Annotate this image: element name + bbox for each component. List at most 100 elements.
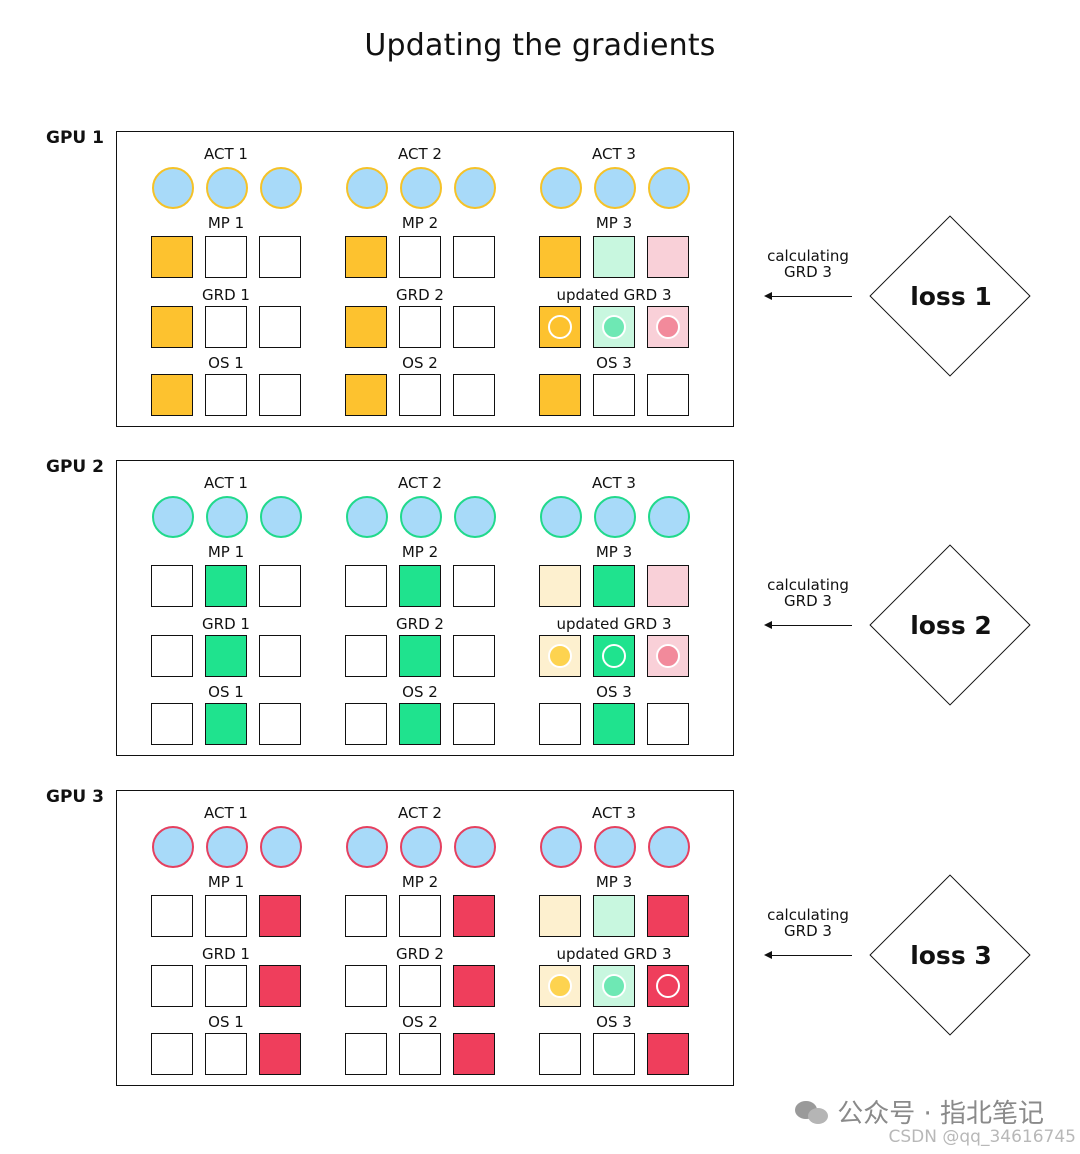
gpu2-grd-label-2: GRD 2 [396, 615, 444, 633]
calc-line-1: calculating [767, 247, 849, 265]
gpu1-os-cell [151, 374, 193, 416]
gpu1-os-cell [205, 374, 247, 416]
gpu1-os-cell [593, 374, 635, 416]
gpu2-grd-cell [259, 635, 301, 677]
gpu3-box [116, 790, 734, 1086]
wechat-watermark: 公众号 · 指北笔记 [795, 1093, 1044, 1130]
gpu2-activation-circle [260, 496, 302, 538]
gpu2-grd-cell [593, 635, 635, 677]
gpu2-os-cell [345, 703, 387, 745]
gpu3-mp-label-3: MP 3 [595, 873, 633, 891]
gpu2-mp-cell [593, 565, 635, 607]
gpu1-loss-text: loss 1 [910, 282, 992, 311]
gpu2-grd-cell [539, 635, 581, 677]
gpu2-os-cell [539, 703, 581, 745]
gpu3-os-cell [399, 1033, 441, 1075]
gpu3-activation-circle [454, 826, 496, 868]
gpu2-grd-cell [205, 635, 247, 677]
gpu2-activation-circle [152, 496, 194, 538]
gpu1-mp-cell [345, 236, 387, 278]
calc-line-1: calculating [767, 906, 849, 924]
gpu3-os-cell [205, 1033, 247, 1075]
watermark-text: 公众号 · 指北笔记 [837, 1099, 1044, 1129]
gpu1-os-label-3: OS 3 [596, 354, 632, 372]
gpu3-activation-circle [400, 826, 442, 868]
gpu2-os-label-3: OS 3 [596, 683, 632, 701]
gpu1-mp-cell [647, 236, 689, 278]
gpu2-mp-cell [453, 565, 495, 607]
calc-line-1: calculating [767, 576, 849, 594]
gpu3-label: GPU 3 [46, 787, 104, 807]
gpu3-os-label-1: OS 1 [208, 1013, 244, 1031]
gpu1-activation-circle [206, 167, 248, 209]
gpu3-grd-cell [345, 965, 387, 1007]
gpu2-mp-cell [205, 565, 247, 607]
gpu3-grd-cell [453, 965, 495, 1007]
gpu2-act-label-1: ACT 1 [204, 474, 248, 492]
gpu3-grd-cell [205, 965, 247, 1007]
gpu3-grd-cell [259, 965, 301, 1007]
gpu1-grd-cell [453, 306, 495, 348]
gpu2-activation-circle [206, 496, 248, 538]
gpu3-mp-cell [399, 895, 441, 937]
gpu2-loss-text: loss 2 [910, 611, 992, 640]
gpu1-label: GPU 1 [46, 128, 104, 148]
calc-line-2: GRD 3 [784, 263, 832, 281]
gpu3-mp-cell [205, 895, 247, 937]
gpu2-activation-circle [648, 496, 690, 538]
gpu1-os-cell [399, 374, 441, 416]
gpu2-os-label-2: OS 2 [402, 683, 438, 701]
gpu2-os-cell [647, 703, 689, 745]
gpu1-mp-cell [453, 236, 495, 278]
gpu3-arrow [764, 950, 852, 959]
gpu3-os-cell [259, 1033, 301, 1075]
gpu2-os-cell [399, 703, 441, 745]
gpu1-grd-cell [593, 306, 635, 348]
gpu3-activation-circle [594, 826, 636, 868]
gpu3-grd-cell [647, 965, 689, 1007]
gpu1-os-cell [259, 374, 301, 416]
gpu2-act-label-2: ACT 2 [398, 474, 442, 492]
gpu1-loss-node: loss 1 [869, 215, 1032, 378]
gpu2-grd-cell [647, 635, 689, 677]
gpu3-loss-node: loss 3 [869, 874, 1032, 1037]
gpu3-act-label-1: ACT 1 [204, 804, 248, 822]
gpu3-activation-circle [648, 826, 690, 868]
gpu3-activation-circle [540, 826, 582, 868]
gpu1-grd-cell [345, 306, 387, 348]
calc-line-2: GRD 3 [784, 922, 832, 940]
csdn-watermark: CSDN @qq_34616745 [888, 1127, 1076, 1147]
gpu1-os-label-2: OS 2 [402, 354, 438, 372]
gpu2-grd-dot [656, 644, 680, 668]
gpu1-act-label-1: ACT 1 [204, 145, 248, 163]
gpu2-mp-cell [399, 565, 441, 607]
gpu1-grd-cell [205, 306, 247, 348]
gpu1-act-label-2: ACT 2 [398, 145, 442, 163]
gpu3-mp-cell [593, 895, 635, 937]
gpu3-os-label-3: OS 3 [596, 1013, 632, 1031]
gpu1-grd-cell [259, 306, 301, 348]
gpu2-activation-circle [346, 496, 388, 538]
gpu2-os-cell [151, 703, 193, 745]
gpu3-grd-cell [151, 965, 193, 1007]
gpu1-os-cell [539, 374, 581, 416]
gpu3-os-cell [151, 1033, 193, 1075]
gpu3-mp-cell [151, 895, 193, 937]
gpu2-grd-cell [453, 635, 495, 677]
gpu1-box [116, 131, 734, 427]
gpu2-grd-label-3: updated GRD 3 [556, 615, 672, 633]
gpu2-os-cell [205, 703, 247, 745]
gpu1-os-label-1: OS 1 [208, 354, 244, 372]
gpu1-grd-label-1: GRD 1 [202, 286, 250, 304]
gpu1-activation-circle [454, 167, 496, 209]
gpu3-os-label-2: OS 2 [402, 1013, 438, 1031]
gpu3-mp-cell [259, 895, 301, 937]
gpu2-mp-cell [345, 565, 387, 607]
gpu2-arrow [764, 620, 852, 629]
gpu3-mp-cell [647, 895, 689, 937]
gpu1-activation-circle [346, 167, 388, 209]
